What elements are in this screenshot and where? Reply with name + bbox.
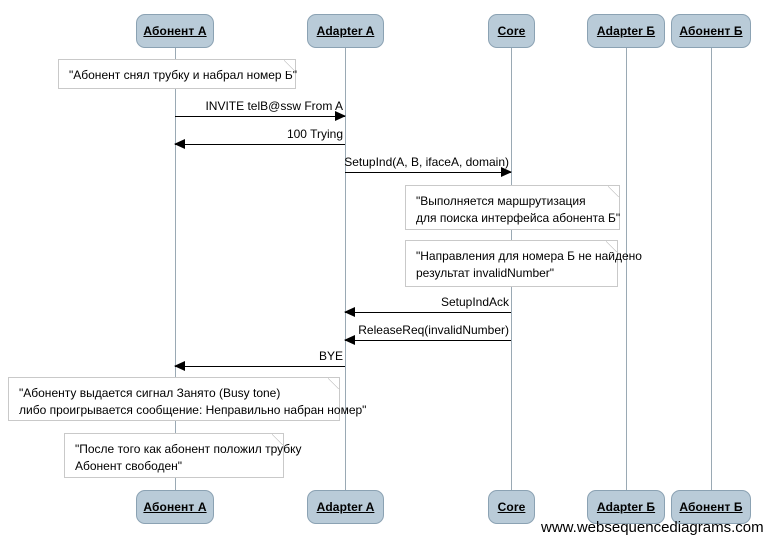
arrowhead-right-icon [335,111,346,121]
participant-label: Абонент Б [679,500,743,514]
note-line: "Абонент снял трубку и набрал номер Б" [69,68,298,82]
participant-label: Core [497,24,526,38]
note-onhook: "После того как абонент положил трубку А… [64,433,302,478]
note-line: для поиска интерфейса абонента Б" [416,211,621,225]
message-100-trying[interactable]: 100 Trying [174,127,345,149]
message-setupindack[interactable]: SetupIndAck [344,295,511,317]
message-line [175,116,345,117]
participant-top-adapter-a[interactable]: Adapter A [307,14,384,48]
lifeline-abonent-b [711,48,712,490]
note-busy-tone: "Абоненту выдается сигнал Занято (Busy t… [8,377,367,421]
participant-label: Adapter A [316,24,375,38]
lifeline-abonent-a [175,48,176,490]
note-routing: "Выполняется маршрутизация для поиска ин… [405,185,620,230]
participant-label: Adapter A [316,500,375,514]
participant-label: Абонент Б [679,24,743,38]
message-label: SetupIndAck [440,295,509,309]
participant-label: Абонент А [143,24,207,38]
message-releasereq[interactable]: ReleaseReq(invalidNumber) [344,323,511,345]
participant-bottom-adapter-b[interactable]: Adapter Б [587,490,665,524]
participant-label: Adapter Б [596,500,656,514]
arrowhead-left-icon [344,307,355,317]
note-line: Абонент свободен" [75,459,183,473]
participant-bottom-core[interactable]: Core [488,490,535,524]
note-line: "После того как абонент положил трубку [75,442,302,456]
message-line [175,366,345,367]
note-fold-icon [272,434,283,445]
message-line [345,312,511,313]
participant-top-adapter-b[interactable]: Adapter Б [587,14,665,48]
message-line [345,172,511,173]
participant-bottom-adapter-a[interactable]: Adapter A [307,490,384,524]
note-invalid-number: "Направления для номера Б не найдено рез… [405,240,642,287]
message-line [175,144,345,145]
message-label: INVITE telB@ssw From A [205,99,343,113]
message-label: 100 Trying [286,127,343,141]
arrowhead-left-icon [174,361,185,371]
note-fold-icon [328,378,339,389]
participant-bottom-abonent-b[interactable]: Абонент Б [671,490,751,524]
participant-label: Абонент А [143,500,207,514]
watermark-link[interactable]: www.websequencediagrams.com [541,519,763,536]
participant-top-abonent-b[interactable]: Абонент Б [671,14,751,48]
participant-top-abonent-a[interactable]: Абонент А [136,14,214,48]
note-offhook: "Абонент снял трубку и набрал номер Б" [58,59,298,89]
lifeline-adapter-b [626,48,627,490]
message-label: BYE [318,349,343,363]
arrowhead-left-icon [174,139,185,149]
message-bye[interactable]: BYE [174,349,345,371]
note-fold-icon [284,60,295,71]
note-line: результат invalidNumber" [416,266,555,280]
message-invite[interactable]: INVITE telB@ssw From A [175,99,346,121]
note-fold-icon [606,241,617,252]
note-line: "Абоненту выдается сигнал Занято (Busy t… [19,386,281,400]
participant-label: Adapter Б [596,24,656,38]
arrowhead-left-icon [344,335,355,345]
note-line: либо проигрывается сообщение: Неправильн… [19,403,367,417]
arrowhead-right-icon [501,167,512,177]
note-line: "Выполняется маршрутизация [416,194,586,208]
participant-bottom-abonent-a[interactable]: Абонент А [136,490,214,524]
message-setupind[interactable]: SetupInd(A, B, ifaceA, domain) [344,155,512,177]
message-line [345,340,511,341]
message-label: ReleaseReq(invalidNumber) [358,323,509,337]
participant-top-core[interactable]: Core [488,14,535,48]
participant-label: Core [497,500,526,514]
lifeline-adapter-a [345,48,346,490]
note-line: "Направления для номера Б не найдено [416,249,642,263]
message-label: SetupInd(A, B, ifaceA, domain) [344,155,509,169]
note-fold-icon [608,186,619,197]
